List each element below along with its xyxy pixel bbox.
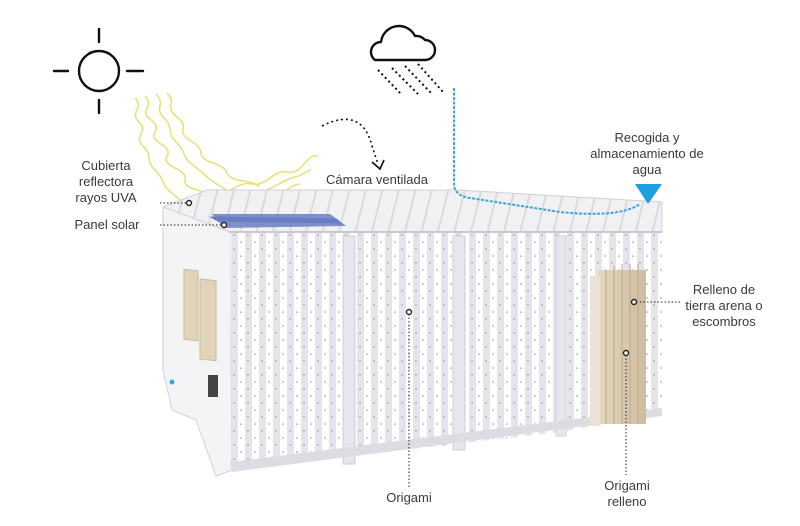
label-origami-fill-line: relleno [607, 494, 647, 509]
leader-dots [185, 199, 638, 357]
label-uv-cover-line: Cubierta [81, 158, 131, 173]
fill-material [590, 264, 646, 426]
label-uv-cover-line: reflectora [78, 174, 134, 189]
label-origami: Origami [386, 490, 432, 505]
label-solar-panel: Panel solar [74, 217, 140, 232]
label-water-collection-line: almacenamiento de [590, 146, 704, 161]
water-pipe [453, 88, 641, 215]
label-water-collection: Recogida y almacenamiento de agua [572, 130, 722, 178]
label-water-collection-line: agua [632, 162, 662, 177]
label-ventilated-chamber: Cámara ventilada [326, 172, 428, 187]
rain-icon [377, 63, 444, 95]
label-origami-fill: Origami relleno [592, 478, 662, 510]
label-uv-cover-line: rayos UVA [75, 190, 137, 205]
label-fill-line: escombros [692, 314, 756, 329]
cloud-icon [369, 24, 437, 62]
label-uv-cover: Cubierta reflectora rayos UVA [56, 158, 156, 206]
water-drop-marker-icon [635, 184, 662, 204]
label-fill-line: tierra arena o [685, 298, 763, 313]
label-fill-line: Relleno de [692, 282, 756, 297]
label-water-collection-line: Recogida y [614, 130, 680, 145]
leader-lines [160, 202, 680, 487]
label-fill: Relleno de tierra arena o escombros [668, 282, 780, 330]
container-house [161, 189, 663, 477]
label-origami-fill-line: Origami [604, 478, 650, 493]
sun-icon [52, 27, 145, 115]
